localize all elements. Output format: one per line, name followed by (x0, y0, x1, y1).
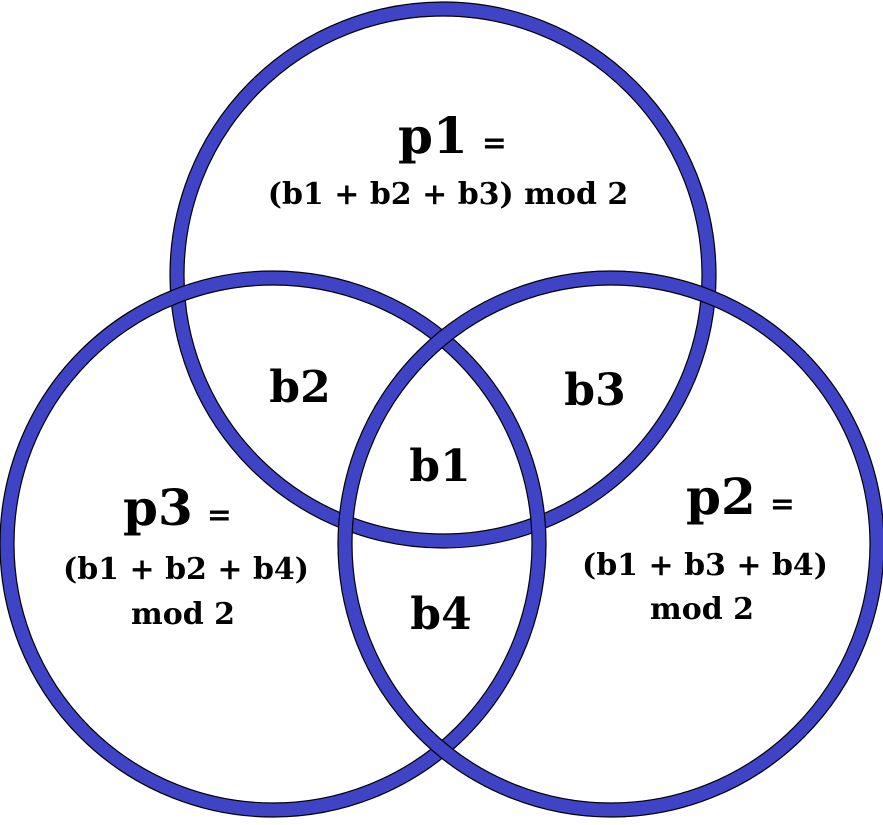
region-b2: b2 (269, 362, 330, 413)
p2-formula-line1: (b1 + b3 + b4) (582, 548, 828, 583)
p1-formula: (b1 + b2 + b3) mod 2 (268, 177, 628, 212)
ring-p3 (0, 271, 546, 817)
p1-label: p1 = (398, 106, 507, 165)
p2-name: p2 (686, 467, 756, 526)
p3-label: p3 = (123, 478, 232, 537)
circle-p2 (337, 270, 883, 818)
p1-name: p1 (398, 106, 468, 165)
p3-equals: = (207, 498, 232, 533)
p2-equals: = (770, 487, 795, 522)
p3-name: p3 (123, 478, 193, 537)
region-b4: b4 (410, 589, 471, 640)
ring-p2 (338, 271, 883, 817)
p2-formula-line2: mod 2 (650, 592, 754, 627)
p1-equals: = (482, 126, 507, 161)
p3-formula-line2: mod 2 (131, 597, 235, 632)
region-b3: b3 (564, 365, 625, 416)
circle-p1 (169, 1, 717, 549)
ring-p1 (170, 2, 716, 548)
p2-label: p2 = (686, 467, 795, 526)
p3-formula-line1: (b1 + b2 + b4) (63, 552, 309, 587)
region-b1: b1 (409, 441, 470, 492)
circle-p3 (0, 270, 547, 818)
